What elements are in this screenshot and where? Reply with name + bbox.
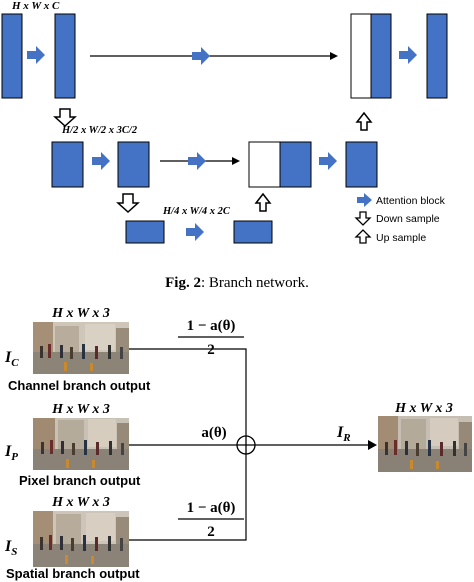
feature-block-l1-a bbox=[54, 13, 76, 99]
feature-block-l2-a bbox=[117, 141, 150, 188]
concat-block-l1-white bbox=[350, 13, 372, 99]
dim-label-bottom: H/4 x W/4 x 2C bbox=[162, 206, 231, 217]
up-sample-legend-icon bbox=[354, 229, 372, 244]
fusion-diagram: H x W x 3 H x W x 3 H x W x 3 H x W x 3 … bbox=[4, 306, 472, 581]
channel-branch-caption: Channel branch output bbox=[8, 378, 151, 393]
up-sample-arrow-icon bbox=[355, 111, 373, 131]
down-sample-arrow-icon bbox=[53, 108, 77, 128]
symbol-i-r: IR bbox=[336, 424, 351, 444]
attention-arrow-icon bbox=[192, 47, 210, 65]
weight-top-denominator: 2 bbox=[207, 342, 215, 358]
branch-network: H x W x C H/2 x W/2 x 3C/2 H/4 x W/4 x 2… bbox=[1, 0, 448, 291]
weight-top-numerator: 1 − a(θ) bbox=[187, 318, 236, 334]
attention-arrow-icon bbox=[357, 193, 372, 207]
feature-block-l3-out bbox=[233, 220, 273, 244]
concat-block-l2-blue bbox=[279, 141, 312, 188]
arrowhead-icon bbox=[232, 157, 240, 165]
dim-label-output: H x W x 3 bbox=[394, 401, 453, 416]
spatial-connector-line bbox=[129, 454, 247, 541]
legend-attention-label: Attention block bbox=[376, 195, 446, 207]
spatial-branch-caption: Spatial branch output bbox=[6, 566, 140, 581]
fused-output-image bbox=[378, 416, 472, 472]
attention-arrow-icon bbox=[188, 152, 206, 170]
attention-arrow-icon bbox=[399, 46, 417, 64]
output-arrowhead-icon bbox=[368, 440, 377, 450]
legend: Attention block Down sample Up sample bbox=[354, 193, 446, 244]
feature-block-l2-in bbox=[51, 141, 84, 188]
arrowhead-icon bbox=[330, 52, 338, 60]
concat-block-l2-white bbox=[248, 141, 281, 188]
legend-down-label: Down sample bbox=[376, 213, 440, 225]
weight-bottom-denominator: 2 bbox=[207, 524, 215, 540]
down-sample-arrow-icon bbox=[116, 193, 140, 214]
channel-connector-line bbox=[129, 348, 247, 436]
weight-middle: a(θ) bbox=[201, 425, 226, 441]
feature-block-l3-in bbox=[125, 220, 165, 244]
legend-up-label: Up sample bbox=[376, 232, 426, 244]
attention-arrow-icon bbox=[319, 152, 337, 170]
symbol-i-s: IS bbox=[4, 538, 17, 558]
dim-label-mid: H/2 x W/2 x 3C/2 bbox=[61, 125, 138, 136]
caption-text: : Branch network. bbox=[201, 275, 309, 291]
attention-arrow-icon bbox=[186, 223, 204, 241]
figure-caption: Fig. 2: Branch network. bbox=[165, 275, 309, 291]
down-sample-legend-icon bbox=[354, 211, 372, 226]
symbol-i-p: IP bbox=[4, 443, 18, 463]
dim-label-top: H x W x C bbox=[11, 0, 60, 12]
circle-plus-icon bbox=[236, 435, 256, 455]
caption-label: Fig. 2 bbox=[165, 275, 201, 291]
dim-label-spatial: H x W x 3 bbox=[51, 495, 110, 510]
up-sample-arrow-icon bbox=[254, 192, 272, 212]
dim-label-channel: H x W x 3 bbox=[51, 306, 110, 321]
dim-label-pixel: H x W x 3 bbox=[51, 402, 110, 417]
attention-arrow-icon bbox=[92, 152, 110, 170]
channel-branch-image bbox=[33, 322, 129, 374]
pixel-branch-image bbox=[33, 418, 129, 470]
feature-block-l1-in bbox=[1, 13, 23, 99]
symbol-i-c: IC bbox=[4, 349, 19, 369]
attention-arrow-icon bbox=[27, 46, 45, 64]
feature-block-l1-out bbox=[426, 13, 448, 99]
feature-block-l2-out bbox=[345, 141, 378, 188]
weight-bottom-numerator: 1 − a(θ) bbox=[187, 500, 236, 516]
spatial-branch-image bbox=[33, 511, 129, 567]
concat-block-l1-blue bbox=[370, 13, 392, 99]
pixel-branch-caption: Pixel branch output bbox=[19, 473, 141, 488]
